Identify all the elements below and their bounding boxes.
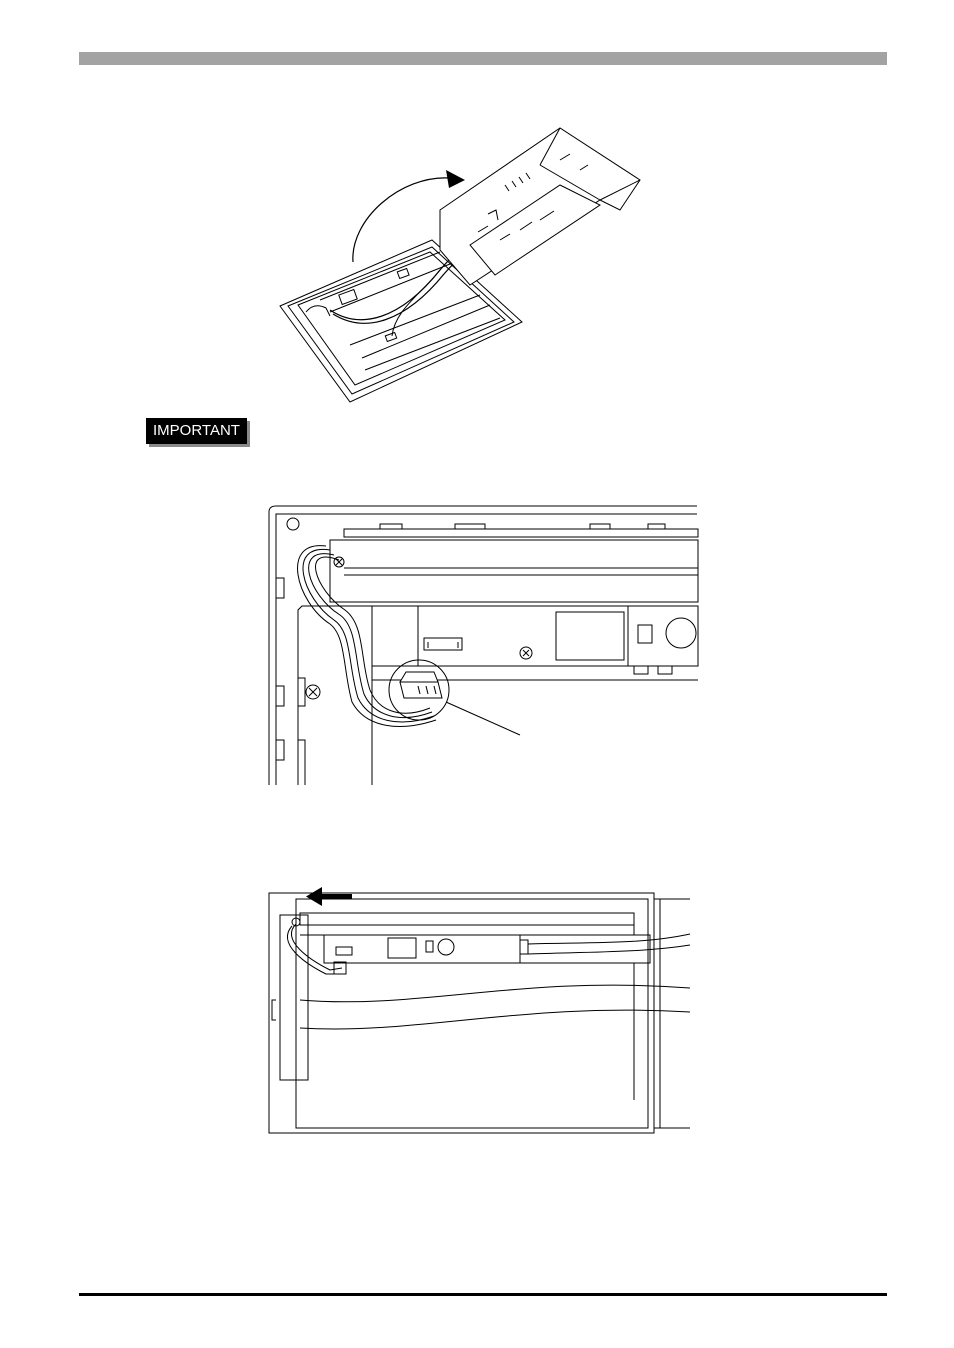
footer-rule xyxy=(79,1293,887,1296)
important-badge: IMPORTANT xyxy=(146,418,247,444)
left-arrow-icon xyxy=(306,887,352,906)
panel-direction-illustration xyxy=(266,886,692,1136)
connector-closeup-illustration xyxy=(266,503,698,788)
panel-opening-illustration xyxy=(270,120,670,410)
screw-icon xyxy=(306,685,320,699)
header-bar xyxy=(79,52,887,65)
